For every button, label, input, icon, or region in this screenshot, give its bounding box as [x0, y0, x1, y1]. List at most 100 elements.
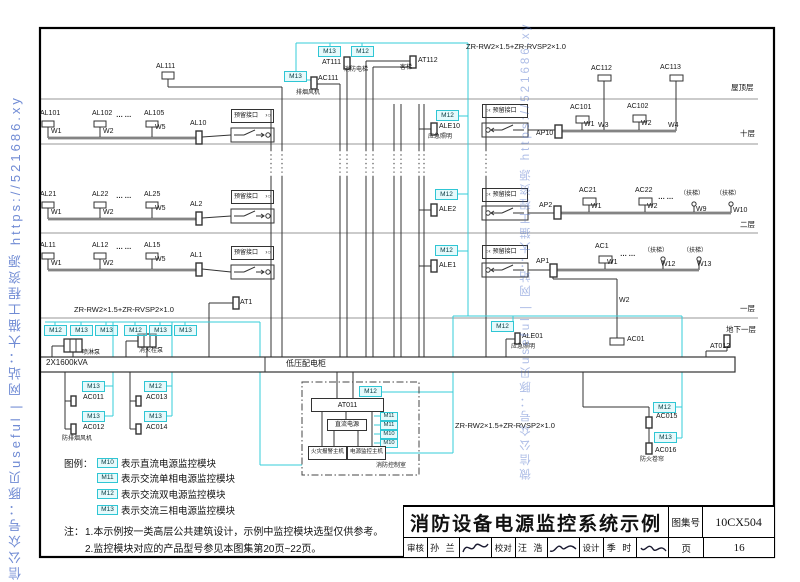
diagram-label: ……: [116, 112, 133, 119]
diagram-label: W2: [103, 209, 114, 216]
module-chip-m12: M12: [491, 321, 514, 332]
diagram-label: AC22: [635, 187, 653, 194]
module-chip-m12: M12: [435, 189, 458, 200]
diagram-label: AL101: [40, 110, 61, 117]
outlet-symbol-icon: ○‹: [485, 108, 491, 114]
diagram-label: W5: [155, 205, 166, 212]
diagram-label: AP10: [536, 130, 554, 137]
diagram-label: AC102: [627, 103, 649, 110]
page-label: 页: [669, 538, 705, 557]
diagram-label: W1: [584, 121, 595, 128]
reserved-interface-box: 预留接口 ›○: [231, 190, 274, 204]
diagram-label: ……: [116, 193, 133, 200]
reserved-interface-box: ○‹预留接口: [482, 188, 528, 202]
reserved-interface-label: 预留接口: [234, 250, 259, 256]
note-label: 注：: [64, 527, 84, 539]
module-chip-m11: M11: [380, 412, 398, 421]
legend-chip-m13: M13: [97, 504, 118, 515]
legend-chip-m10: M10: [97, 457, 118, 468]
diagram-label: W12: [661, 261, 676, 268]
module-chip-m12: M12: [124, 325, 147, 336]
diagram-label: W2: [103, 260, 114, 267]
diagram-label: 消火栓泵: [139, 348, 164, 354]
diagram-label: （扶梯）: [716, 191, 741, 197]
diagram-label: ……: [658, 194, 675, 201]
atlas-no-label: 图集号: [669, 507, 704, 537]
module-chip-m12: M12: [359, 386, 382, 397]
legend-heading: 图例：: [64, 458, 93, 470]
module-chip-m13: M13: [284, 71, 307, 82]
diagram-label: W1: [51, 260, 62, 267]
diagram-label: 2X1600kVA: [46, 358, 88, 367]
diagram-label: AC112: [591, 65, 612, 72]
legend-row: M12 表示交流双电源监控模块: [97, 486, 404, 502]
module-chip-m11: M11: [380, 421, 398, 430]
diagram-label: W1: [607, 259, 618, 266]
diagram-label: AL12: [92, 242, 109, 249]
diagram-label: AL21: [40, 191, 57, 198]
sheet-title: 消防设备电源监控系统示例: [404, 507, 670, 537]
legend-chip-m11: M11: [97, 473, 118, 484]
diagram-label: 地下一层: [726, 325, 756, 334]
diagram-label: （扶梯）: [644, 248, 669, 254]
note-text: 1.本示例按一类高层公共建筑设计，示例中监控模块选型仅供参考。: [85, 527, 384, 539]
diagram-label: W2: [103, 128, 114, 135]
diagram-label: AC011: [83, 394, 104, 401]
module-chip-m12: M12: [351, 46, 374, 57]
diagram-label: AC113: [660, 64, 681, 71]
diagram-label: AC111: [318, 75, 339, 82]
reserved-interface-label: 预留接口: [234, 194, 259, 200]
module-chip-m12: M12: [44, 325, 67, 336]
outlet-symbol-icon: ›○: [265, 250, 271, 256]
diagram-label: AL105: [144, 110, 165, 117]
module-chip-m13: M13: [318, 46, 341, 57]
diagram-label: AT112: [418, 57, 438, 64]
designer-name: 季 时: [604, 538, 638, 557]
legend-text: 表示交流单相电源监控模块: [121, 474, 236, 486]
diagram-label: 屋顶层: [731, 83, 754, 92]
module-chip-m13: M13: [95, 325, 118, 336]
diagram-label: AC015: [656, 413, 678, 420]
diagram-label: ALE1: [439, 262, 457, 269]
diagram-label: AL22: [92, 191, 109, 198]
reviewer-label: 审核: [404, 538, 428, 557]
checker-name: 汪 浩: [516, 538, 548, 557]
diagram-label: AT1: [240, 299, 253, 306]
diagram-label: AL10: [190, 120, 207, 127]
note-line-2: 2.监控模块对应的产品型号参见本图集第20页~22页。: [85, 539, 404, 556]
reserved-interface-box: 预留接口›○: [231, 109, 274, 123]
reserved-interface-label: 预留接口: [492, 192, 517, 198]
diagram-label: AT012: [710, 343, 731, 350]
diagram-label: ZR-RW2×1.5+ZR-RVSP2×1.0: [455, 421, 555, 430]
diagram-label: AL2: [190, 201, 203, 208]
module-chip-m13: M13: [82, 411, 105, 422]
diagram-label: 十层: [740, 129, 755, 138]
diagram-label: W13: [697, 261, 712, 268]
atlas-no-value: 10CX504: [715, 514, 762, 529]
diagram-label: AC01: [627, 336, 645, 343]
diagram-label: W2: [647, 203, 658, 210]
diagram-label: ZR-RW2×1.5+ZR-RVSP2×1.0: [466, 42, 566, 51]
diagram-label: AP2: [539, 202, 553, 209]
signature-scribble: [460, 538, 492, 557]
outlet-symbol-icon: ›○: [265, 113, 271, 119]
diagram-label: AC012: [83, 424, 105, 431]
diagram-label: 防火卷帘: [640, 457, 665, 463]
diagram-label: ……: [116, 244, 133, 251]
diagram-label: AL25: [144, 191, 161, 198]
reviewer-name: 孙 兰: [428, 538, 460, 557]
outlet-symbol-icon: ›○: [265, 194, 271, 200]
diagram-label: AC014: [146, 424, 168, 431]
diagram-label: W5: [155, 256, 166, 263]
legend-text: 表示直流电源监控模块: [121, 458, 217, 470]
reserved-interface-box: 预留接口 ›○: [231, 246, 274, 260]
diagram-label: W1: [51, 128, 62, 135]
diagram-label: W9: [696, 206, 707, 213]
diagram-label: AC101: [570, 104, 592, 111]
reserved-interface-box: ○‹预留接口: [482, 104, 528, 118]
signature-scribble: [548, 538, 580, 557]
diagram-label: AP1: [536, 258, 550, 265]
